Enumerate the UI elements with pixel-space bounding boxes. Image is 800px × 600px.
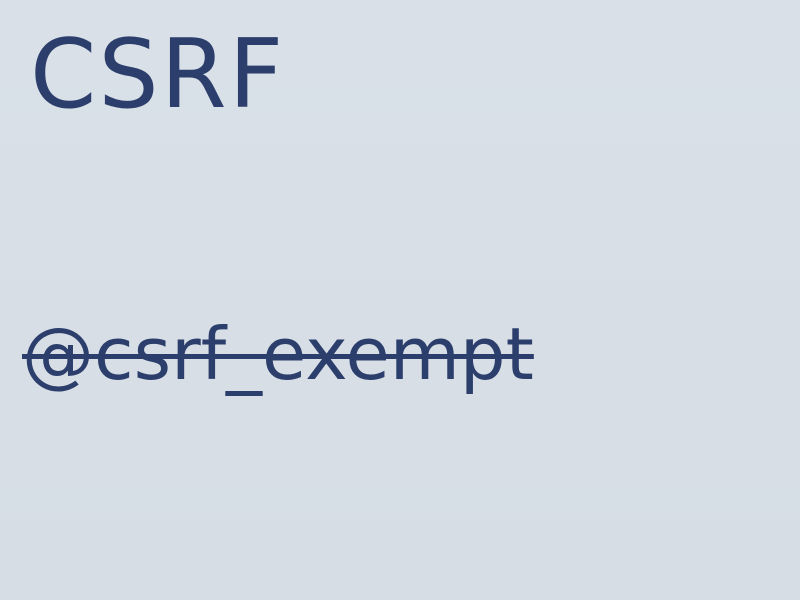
slide-title: CSRF bbox=[30, 20, 286, 130]
struck-through-decorator-text: @csrf_exempt bbox=[22, 312, 534, 396]
